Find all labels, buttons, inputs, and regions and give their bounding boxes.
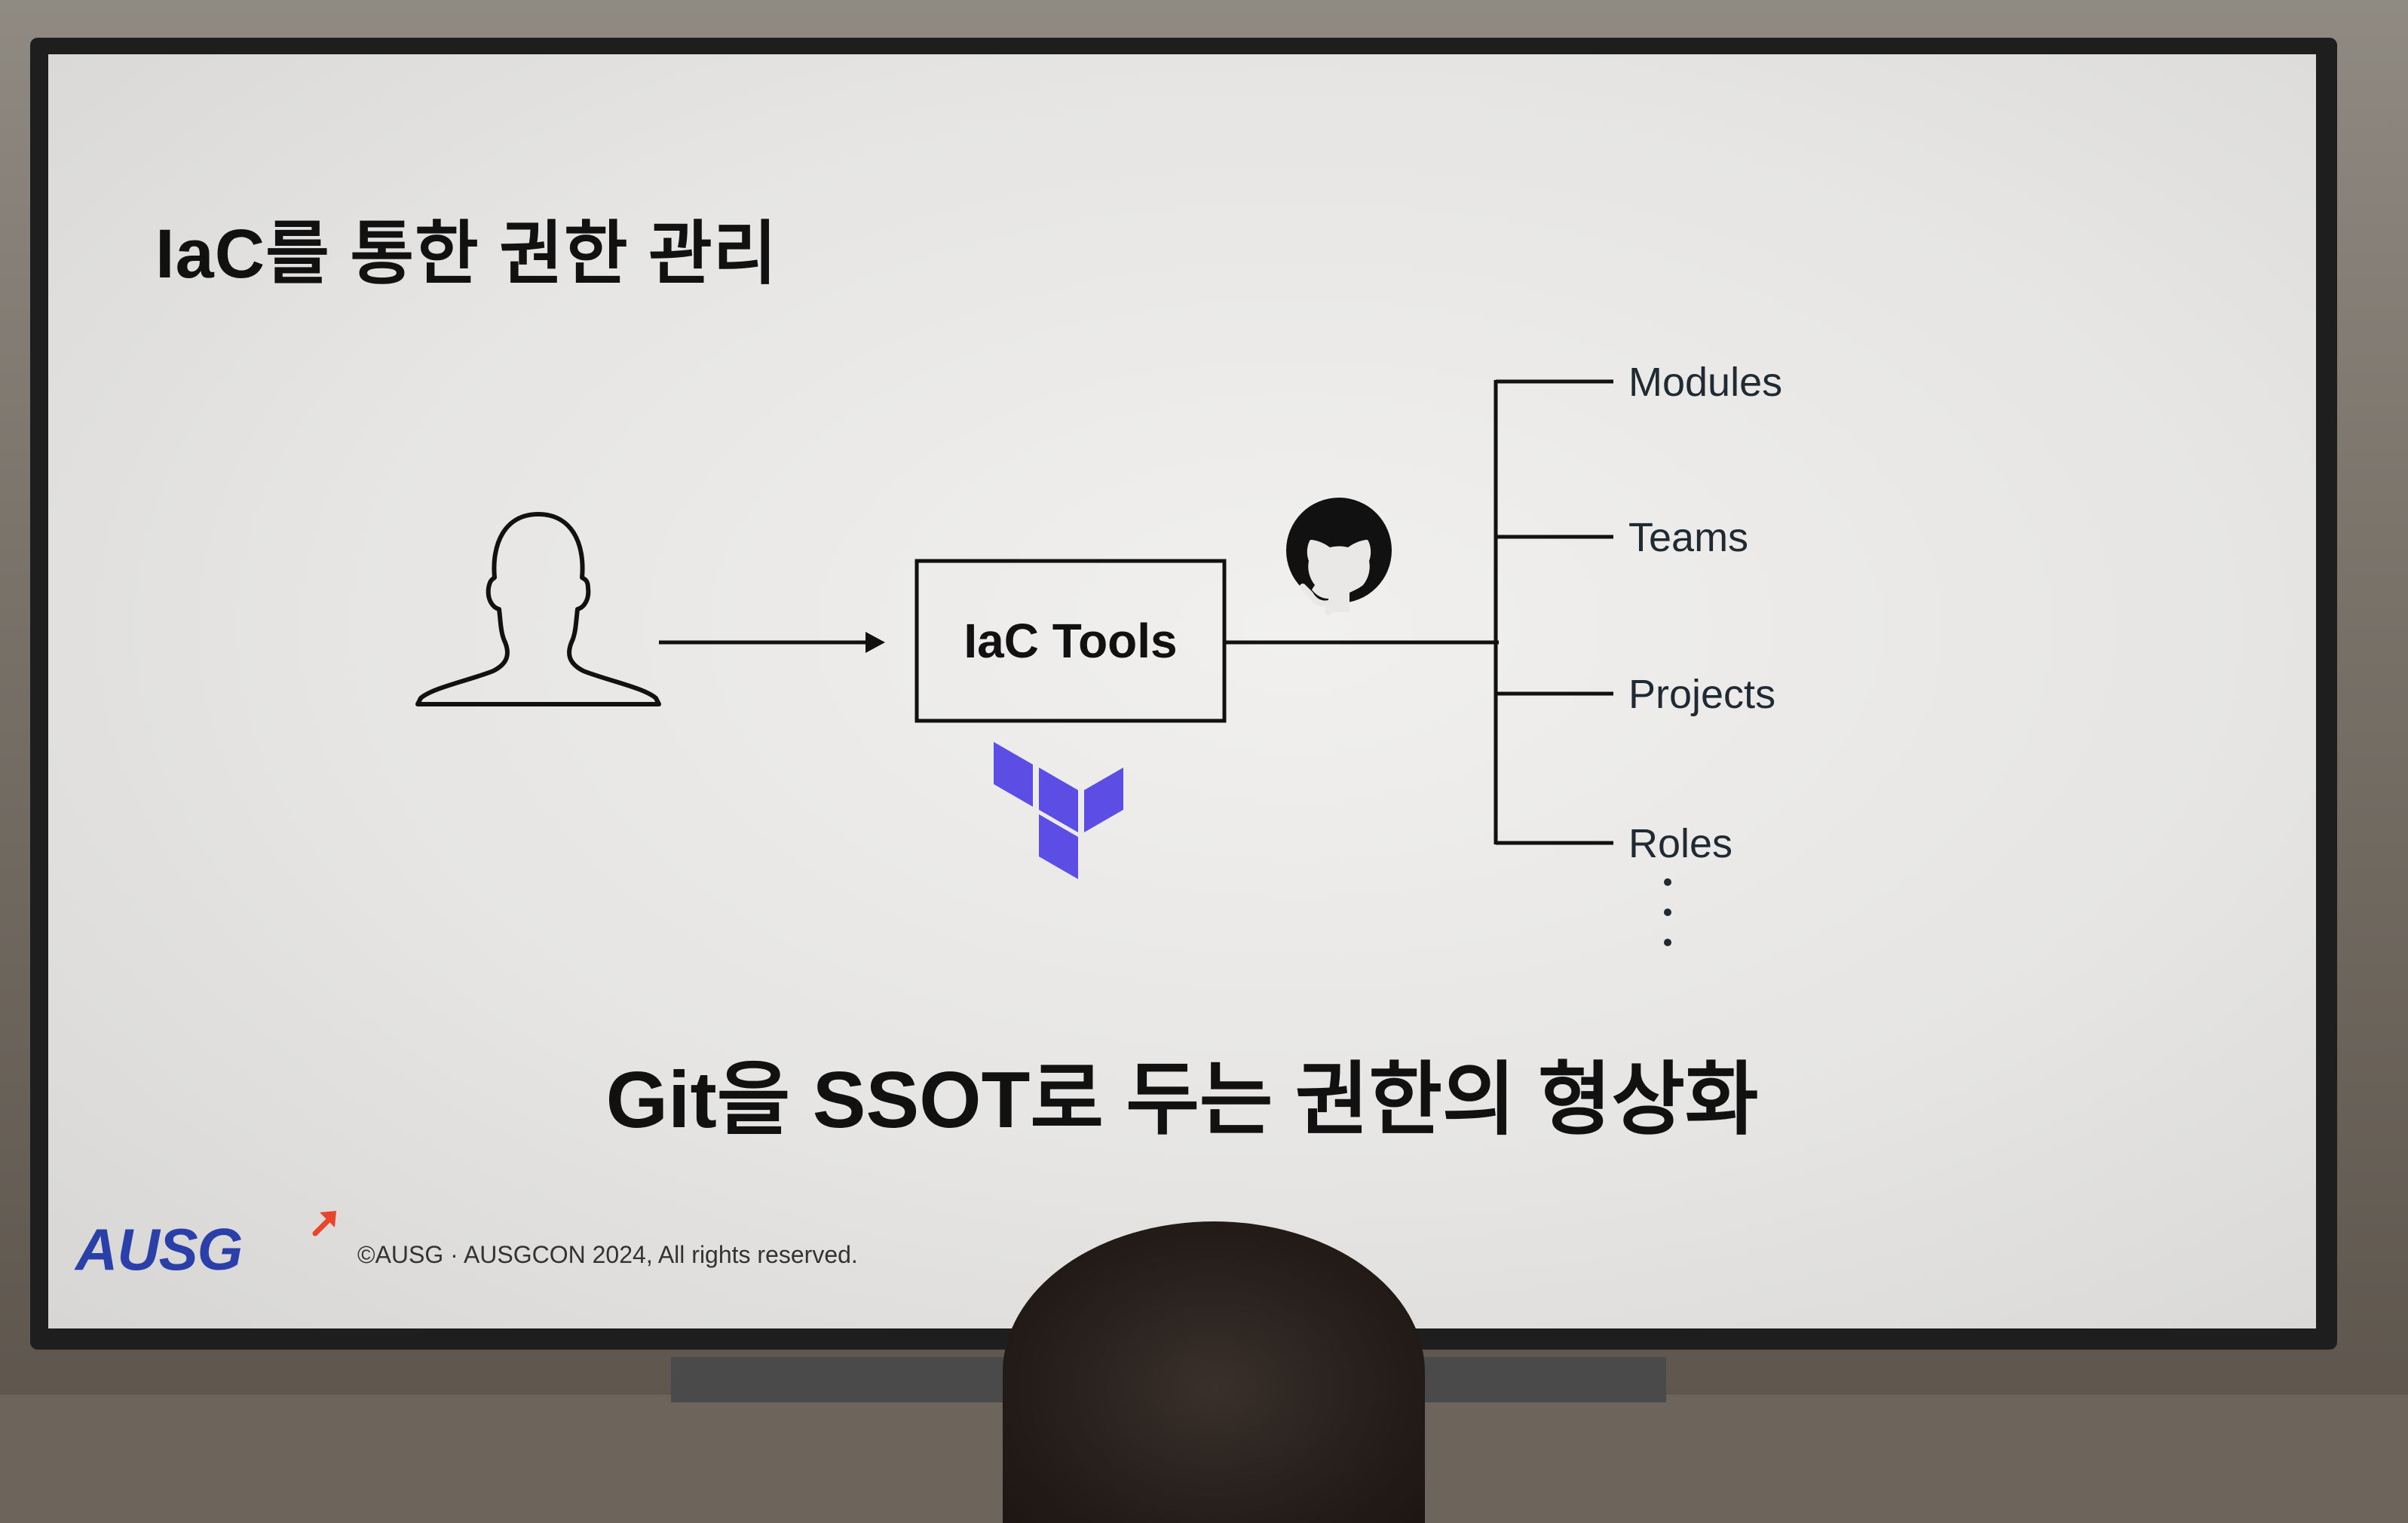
branch-label-projects: Projects bbox=[1628, 672, 1775, 717]
branch-label-roles: Roles bbox=[1628, 821, 1732, 866]
arrow-right-icon bbox=[659, 632, 885, 653]
presentation-screen: IaC를 통한 권한 관리 IaC Tools bbox=[48, 54, 2316, 1328]
arrow-up-right-icon bbox=[312, 1211, 336, 1236]
permission-diagram: IaC Tools Modules Teams Projects Roles bbox=[415, 360, 1782, 946]
github-octocat-icon bbox=[1286, 498, 1392, 615]
slide-subtitle: Git을 SSOT로 두는 권한의 형상화 bbox=[605, 1056, 1759, 1145]
audience-head bbox=[1003, 1221, 1425, 1523]
continuation-dots bbox=[1664, 878, 1671, 946]
iac-tools-label: IaC Tools bbox=[964, 614, 1177, 668]
terraform-logo-icon bbox=[994, 742, 1123, 879]
slide-title: IaC를 통한 권한 관리 bbox=[155, 216, 778, 293]
footer-copyright: ©AUSG · AUSGCON 2024, All rights reserve… bbox=[357, 1241, 858, 1268]
branch-label-teams: Teams bbox=[1628, 515, 1748, 560]
person-silhouette-icon bbox=[415, 512, 661, 706]
ausg-logo: AUSG bbox=[75, 1216, 243, 1282]
branch-label-modules: Modules bbox=[1628, 360, 1782, 405]
